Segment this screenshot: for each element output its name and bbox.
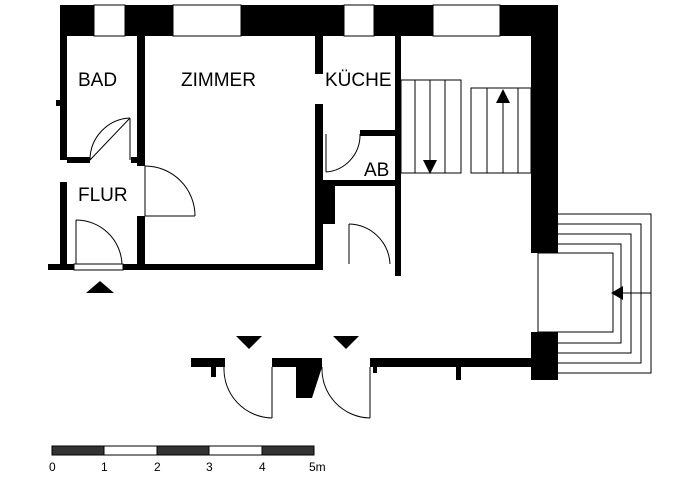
top-wall [60,4,558,37]
scale-tick-3: 3 [206,460,213,474]
scale-bar: 0 1 2 3 4 5m [49,445,326,474]
entrance-steps [558,213,652,374]
lower-wall [191,358,531,398]
left-wall [56,36,67,270]
room-label-bad: BAD [78,70,117,91]
scale-segment-3 [208,445,263,456]
doors [75,117,391,419]
scale-tick-2: 2 [154,460,161,474]
entrance-arrow-icon [86,281,114,293]
scale-tick-0: 0 [49,460,56,474]
room-label-flur: FLUR [78,185,128,206]
entrance-arrow-icon [236,336,262,349]
staircase [400,79,532,174]
scale-tick-1: 1 [101,460,108,474]
entrance-markers [86,281,359,349]
interior-walls [48,36,401,276]
entrance-arrow-icon [333,336,359,349]
scale-segment-2 [156,445,210,456]
room-label-zimmer: ZIMMER [181,70,256,91]
stair-direction-arrow-icon [611,286,623,300]
scale-segment-0 [51,445,105,456]
room-label-ab: AB [364,160,389,181]
scale-tick-5: 5m [309,460,326,474]
scale-tick-4: 4 [259,460,266,474]
scale-segment-1 [103,445,158,456]
stair-up-arrow-icon [496,89,510,103]
room-label-kueche: KÜCHE [325,70,392,91]
right-wall [531,5,614,380]
stair-down-arrow-icon [423,160,437,174]
scale-segment-4 [261,445,315,456]
